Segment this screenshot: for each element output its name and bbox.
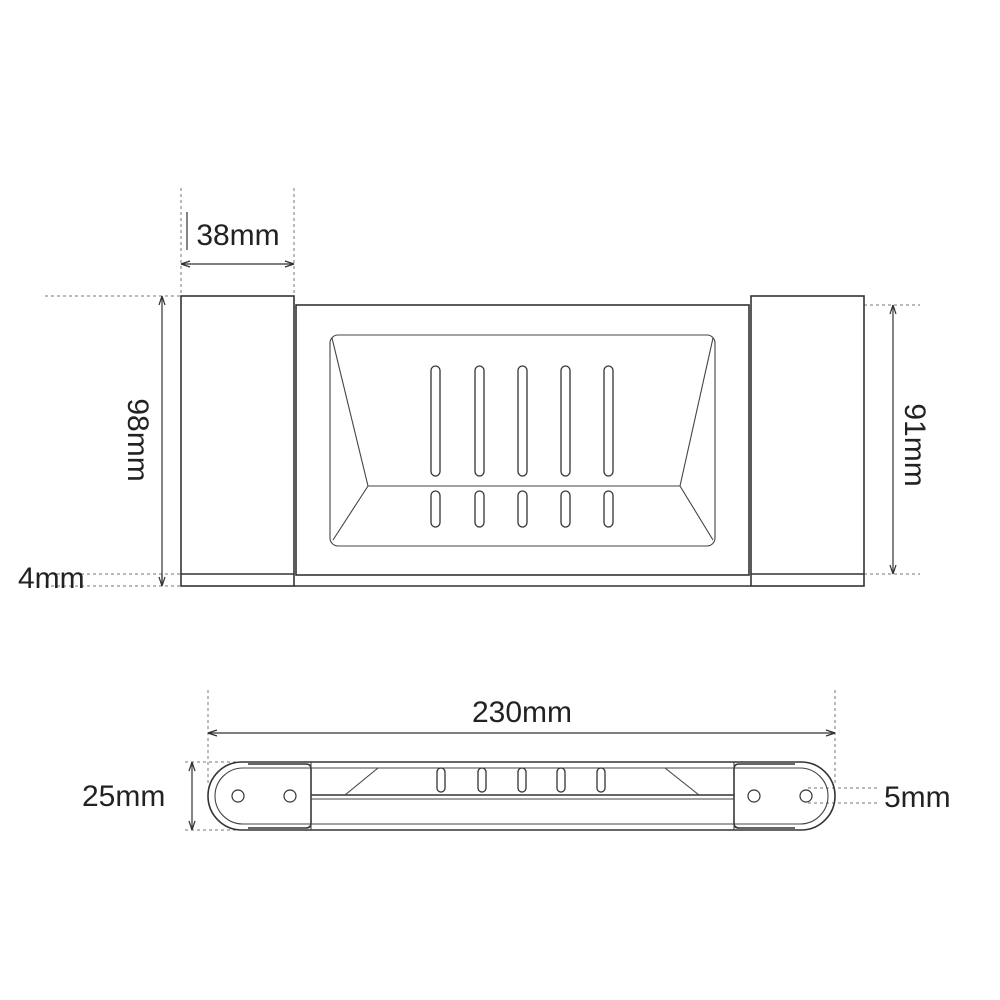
mounting-hole-4 — [799, 789, 813, 803]
side-slots — [436, 767, 606, 793]
tray-outer — [295, 304, 750, 576]
dimension-98mm: 98mm — [121, 295, 166, 587]
mounting-hole-1 — [231, 789, 245, 803]
right-end-block — [750, 295, 865, 587]
tray-bevel — [331, 337, 714, 487]
top-view: 38mm 98mm 91mm 4mm — [18, 188, 931, 595]
dimension-25mm: 25mm — [82, 761, 196, 831]
drain-slots-long — [430, 365, 614, 477]
tray-inner-panel — [329, 334, 716, 547]
mounting-hole-3 — [747, 789, 761, 803]
height-label: 98mm — [121, 398, 154, 481]
dimension-5mm: 5mm — [884, 781, 951, 814]
side-height-label: 25mm — [82, 780, 165, 813]
side-view: 230mm 25mm 5mm — [82, 690, 951, 831]
side-body-outer — [207, 761, 836, 831]
width-label: 38mm — [196, 219, 279, 252]
drain-slots-short — [430, 490, 614, 528]
base-label: 4mm — [18, 562, 85, 595]
dimension-91mm: 91mm — [889, 304, 931, 575]
left-end-block — [180, 295, 295, 587]
dimension-230mm: 230mm — [207, 696, 836, 737]
dimension-4mm: 4mm — [18, 562, 163, 595]
length-label: 230mm — [472, 696, 572, 729]
left-end-cap — [248, 763, 312, 829]
inner-height-label: 91mm — [898, 403, 931, 486]
right-end-cap — [733, 763, 795, 829]
hole-label: 5mm — [884, 781, 951, 814]
dimension-38mm: 38mm — [180, 212, 295, 268]
mounting-hole-2 — [283, 789, 297, 803]
